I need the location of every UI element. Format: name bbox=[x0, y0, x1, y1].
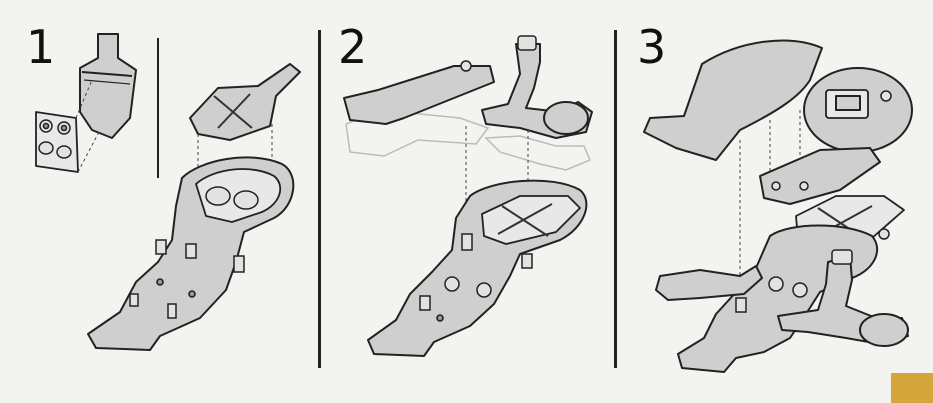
eye-plate bbox=[35, 111, 79, 173]
step-1-inset-divider bbox=[157, 38, 159, 178]
base-body-2 bbox=[367, 179, 588, 357]
step-2-illustration bbox=[343, 35, 593, 357]
top-plate-3 bbox=[803, 67, 913, 153]
cross-piece-2 bbox=[481, 195, 581, 245]
mid-plate-3 bbox=[759, 147, 881, 205]
step-3-number: 3 bbox=[637, 20, 667, 74]
step-divider-1-2 bbox=[318, 30, 321, 368]
step-1-number: 1 bbox=[26, 20, 56, 74]
step-1-illustration bbox=[35, 33, 301, 351]
step-3-illustration bbox=[643, 39, 913, 373]
arm-piece-2 bbox=[343, 60, 495, 125]
tail-piece-3 bbox=[643, 39, 823, 161]
step-2-number: 2 bbox=[338, 20, 368, 74]
step-divider-2-3 bbox=[614, 30, 617, 368]
corner-tag bbox=[891, 373, 933, 403]
arm-piece-1 bbox=[189, 63, 301, 141]
head-piece bbox=[79, 33, 137, 139]
front-leg-piece-3 bbox=[655, 249, 909, 347]
base-body-1 bbox=[87, 156, 295, 351]
leg-piece-2 bbox=[481, 35, 593, 139]
